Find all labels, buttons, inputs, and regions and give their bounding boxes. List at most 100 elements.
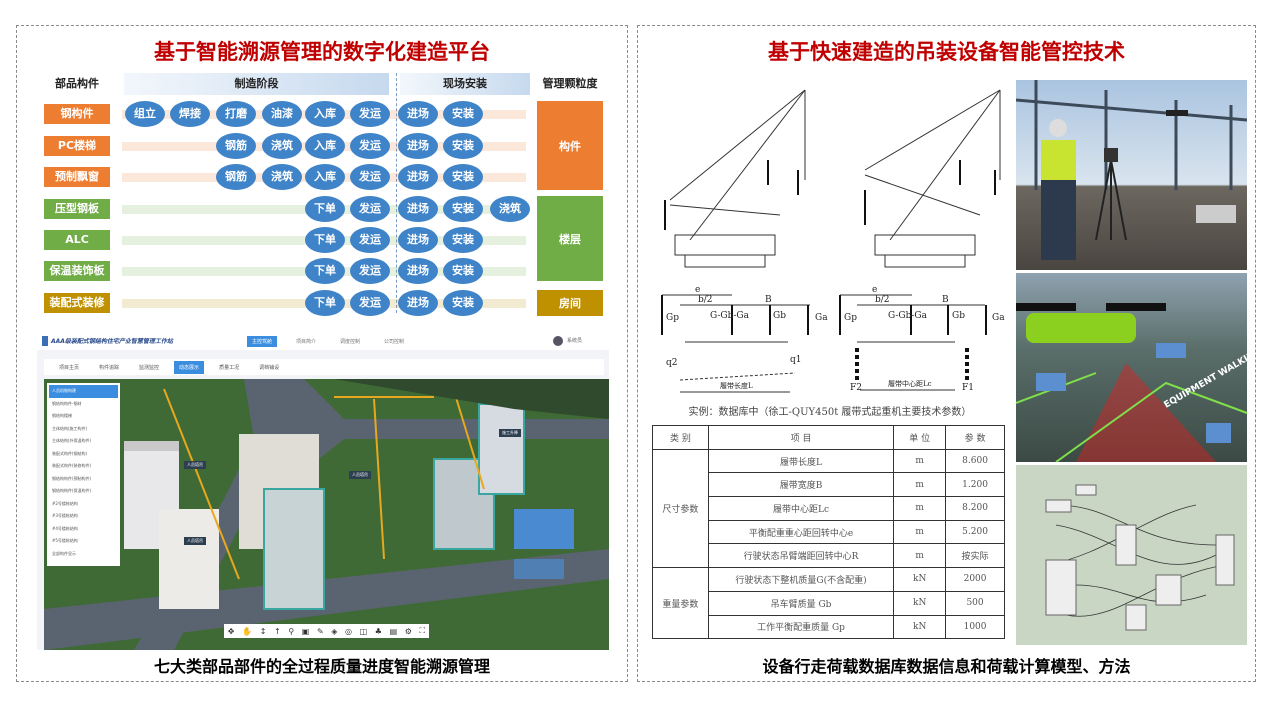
layer-menu-item[interactable]: #4号楼栋结构 [52,525,78,531]
app-tab[interactable]: 动态展示 [174,360,205,374]
up-tool-icon[interactable]: ↑ [274,626,281,636]
scene-marker[interactable]: 人员塔吊 [349,471,371,479]
top-nav-item[interactable]: 主控驾舱 [247,336,278,347]
process-step[interactable]: 发运 [350,196,390,222]
process-step[interactable]: 组立 [125,101,165,127]
dim-track-center: 履带中心距Lc [888,379,932,388]
move-tool-icon[interactable]: ↕ [259,626,267,636]
layer-menu-item[interactable]: #3号楼栋结构 [52,513,78,518]
app-header: AAA级装配式钢结构住宅产业智慧管理工作站 主控驾舱项目简介调度控制公司控制 系… [37,333,609,350]
process-step[interactable]: 下单 [305,227,345,253]
layer-menu-item[interactable]: 装配式构件(装修构件) [52,463,92,468]
component-label: 装配式装修 [44,293,110,313]
process-step[interactable]: 安装 [443,290,483,316]
layer-menu-item[interactable]: 人员机制构建 [49,385,118,398]
process-step[interactable]: 浇筑 [490,196,530,222]
process-step[interactable]: 发运 [350,133,390,159]
process-step[interactable]: 发运 [350,101,390,127]
process-step[interactable]: 入库 [305,164,345,190]
walk-tool-icon[interactable]: ⚲ [288,626,295,636]
3d-building-scene[interactable]: 人员机制构建钢结构构件-钢材钢结构楼梯主体结构(施工构件) 主体结构(外保温构件)… [44,379,609,650]
process-step[interactable]: 下单 [305,196,345,222]
process-step[interactable]: 进场 [398,227,438,253]
process-step[interactable]: 入库 [305,101,345,127]
process-step[interactable]: 安装 [443,196,483,222]
process-step[interactable]: 进场 [398,164,438,190]
process-step[interactable]: 发运 [350,290,390,316]
app-tab[interactable]: 项目主页 [59,364,80,371]
top-nav-item[interactable]: 调度控制 [340,339,361,345]
header-manufacturing: 制造阶段 [124,73,389,95]
scene-marker[interactable]: 人员塔吊 [184,461,206,469]
drone-walking-graphic: EQUIPMENT WALKING [1016,303,1247,462]
process-step[interactable]: 进场 [398,196,438,222]
left-caption: 七大类部品部件的全过程质量进度智能溯源管理 [153,657,490,676]
process-step[interactable]: 发运 [350,258,390,284]
component-label: 保温装饰板 [44,261,110,281]
camera-tool-icon[interactable]: ▣ [301,626,310,636]
layer-menu-item[interactable]: 全部构件显示 [52,550,76,556]
process-step[interactable]: 下单 [305,290,345,316]
table-cell: 工作平衡配重质量 Gp [707,614,895,640]
info-tool-icon[interactable]: ▤ [389,626,398,636]
layer-menu-item[interactable]: 主体结构(施工构件) [52,425,88,431]
measure-tool-icon[interactable]: ✎ [316,626,324,636]
process-step[interactable]: 钢筋 [216,133,256,159]
table-cell: 履带宽度B [707,472,895,498]
layer-menu-item[interactable]: 钢结构楼梯 [52,413,72,418]
process-step[interactable]: 焊接 [170,101,210,127]
process-step[interactable]: 安装 [443,258,483,284]
app-tab[interactable]: 监测监控 [139,364,160,371]
process-step[interactable]: 安装 [443,133,483,159]
table-cell: 行驶状态下整机质量G(不含配重) [707,567,895,592]
dim-b2-2: b/2 [875,295,890,305]
tree-tool-icon[interactable]: ♣ [374,626,382,636]
process-step[interactable]: 发运 [350,227,390,253]
process-step[interactable]: 安装 [443,227,483,253]
layer-menu-item[interactable]: 主体结构(外保温构件) [52,438,92,443]
layer-menu-item[interactable]: 装配式构件(钢结构) [52,450,88,456]
process-step[interactable]: 浇筑 [262,164,302,190]
layer-menu-item[interactable]: #5号楼栋结构 [52,538,78,543]
process-step[interactable]: 安装 [443,101,483,127]
process-step[interactable]: 油漆 [262,101,302,127]
user-avatar[interactable] [553,336,563,346]
process-step[interactable]: 进场 [398,258,438,284]
process-step[interactable]: 进场 [398,290,438,316]
layer-menu-item[interactable]: 钢结构构件(保温构件) [52,488,92,493]
settings-tool-icon[interactable]: ⚙ [404,626,412,636]
fullscreen-tool-icon[interactable]: ⛶ [419,626,426,635]
table-header: 类 别 [652,425,709,450]
app-tab[interactable]: 质量工况 [219,364,240,371]
pan-tool-icon[interactable]: ✋ [242,626,253,636]
dim-B-2: B [942,295,949,305]
process-step[interactable]: 发运 [350,164,390,190]
layer-menu-item[interactable]: 钢结构构件(预制构件) [52,475,92,481]
app-tab[interactable]: 构件追踪 [99,364,120,371]
top-nav-item[interactable]: 项目简介 [296,339,317,345]
table-cell: 1000 [945,614,1005,640]
table-cell: 8.200 [945,496,1005,521]
process-step[interactable]: 钢筋 [216,164,256,190]
process-step[interactable]: 浇筑 [262,133,302,159]
scene-marker[interactable]: 施工升降 [499,429,521,437]
process-step[interactable]: 进场 [398,101,438,127]
load-g-1: G-Gb-Ga [710,311,750,321]
layer-menu-item[interactable]: #2号楼栋结构 [52,500,78,506]
table-header: 参 数 [945,425,1005,450]
layer-menu-item[interactable]: 钢结构构件-钢材 [52,400,82,406]
section-tool-icon[interactable]: ◈ [331,626,338,636]
header-onsite: 现场安装 [400,73,530,95]
process-step[interactable]: 下单 [305,258,345,284]
process-step[interactable]: 进场 [398,133,438,159]
process-step[interactable]: 打磨 [216,101,256,127]
select-tool-icon[interactable]: ✥ [227,626,235,636]
layer-tool-icon[interactable]: ◫ [359,626,368,636]
app-tab[interactable]: 调档铺设 [259,364,280,371]
top-nav-item[interactable]: 公司控制 [384,339,405,345]
process-step[interactable]: 安装 [443,164,483,190]
user-name[interactable]: 系统员 [567,338,583,344]
view-tool-icon[interactable]: ◎ [345,626,353,636]
process-step[interactable]: 入库 [305,133,345,159]
scene-marker[interactable]: 人员塔吊 [184,537,206,545]
